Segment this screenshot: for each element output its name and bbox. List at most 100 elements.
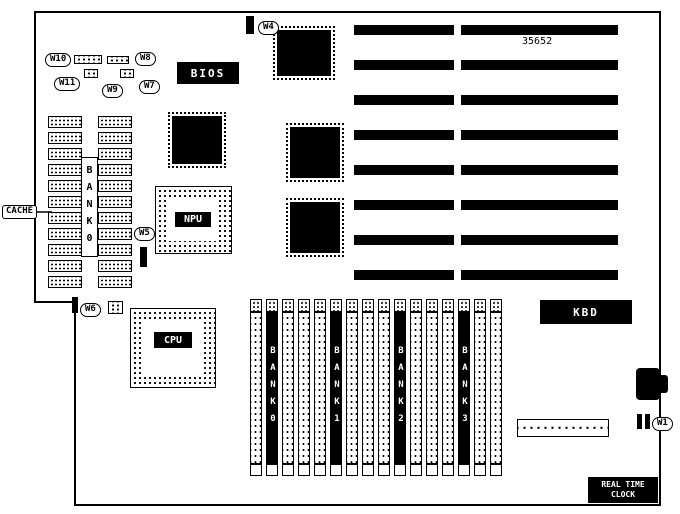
dip-chip — [98, 164, 132, 176]
memory-bank3-label: BANK3 — [458, 312, 470, 464]
simm-socket-bank0: BANK0 — [266, 299, 278, 476]
jumper-w9-label: W9 — [102, 84, 123, 98]
jumper-block — [120, 69, 134, 78]
simm-socket — [346, 299, 358, 476]
dip-chip — [48, 164, 82, 176]
simm-holes — [346, 312, 358, 464]
part-number: 35652 — [522, 36, 553, 47]
simm-holes — [378, 312, 390, 464]
simm-pin-block — [458, 299, 470, 312]
isa-slot-segment — [461, 235, 618, 245]
memory-bank0-label: BANK0 — [266, 312, 278, 464]
simm-holes — [442, 312, 454, 464]
simm-pin-block — [250, 299, 262, 312]
isa-slot-segment — [354, 200, 454, 210]
simm-socket — [490, 299, 502, 476]
jumper-block — [108, 301, 123, 314]
cache-bank0-label: BANK0 — [81, 157, 98, 257]
isa-slot-segment — [461, 165, 618, 175]
simm-base — [330, 464, 342, 476]
dip-chip — [48, 116, 82, 128]
simm-pin-block — [442, 299, 454, 312]
rtc-label-line2: CLOCK — [610, 490, 636, 499]
dip-chip — [98, 132, 132, 144]
simm-socket — [282, 299, 294, 476]
simm-base — [458, 464, 470, 476]
cpu-label: CPU — [154, 332, 192, 348]
jumper-block — [84, 69, 98, 78]
simm-pin-block — [330, 299, 342, 312]
isa-slot-segment — [461, 95, 618, 105]
isa-slot-segment — [354, 270, 454, 280]
simm-socket — [378, 299, 390, 476]
jumper-w8-label: W8 — [135, 52, 156, 66]
dip-chip — [48, 148, 82, 160]
simm-base — [490, 464, 502, 476]
rtc-label-line1: REAL TIME — [601, 480, 645, 489]
simm-socket — [314, 299, 326, 476]
simm-base — [266, 464, 278, 476]
isa-slot-segment — [354, 235, 454, 245]
simm-socket-bank2: BANK2 — [394, 299, 406, 476]
bios-chip: BIOS — [177, 62, 239, 84]
simm-base — [362, 464, 374, 476]
isa-slot-segment — [354, 60, 454, 70]
simm-holes — [362, 312, 374, 464]
simm-base — [410, 464, 422, 476]
simm-base — [346, 464, 358, 476]
simm-holes — [298, 312, 310, 464]
simm-holes — [250, 312, 262, 464]
simm-socket — [298, 299, 310, 476]
memory-bank2-label: BANK2 — [394, 312, 406, 464]
jumper-w4-label: W4 — [258, 21, 279, 35]
simm-pin-block — [490, 299, 502, 312]
cpu-socket-center — [143, 321, 203, 375]
dip-chip — [48, 196, 82, 208]
isa-slot-segment — [354, 165, 454, 175]
npu-label: NPU — [175, 212, 211, 227]
simm-pin-block — [410, 299, 422, 312]
chip-square — [273, 26, 335, 80]
simm-socket — [474, 299, 486, 476]
dip-chip — [98, 116, 132, 128]
simm-pin-block — [346, 299, 358, 312]
simm-holes — [314, 312, 326, 464]
jumper-w5-header — [140, 247, 147, 267]
chip-square — [286, 123, 344, 182]
isa-slot-segment — [461, 270, 618, 280]
jumper-w11-label: W11 — [54, 77, 81, 91]
simm-socket-bank1: BANK1 — [330, 299, 342, 476]
kbd-chip: KBD — [540, 300, 632, 324]
isa-slot-segment — [461, 25, 618, 35]
simm-pin-block — [314, 299, 326, 312]
dip-chip — [48, 212, 82, 224]
dip-chip — [48, 180, 82, 192]
simm-base — [298, 464, 310, 476]
simm-holes — [426, 312, 438, 464]
simm-base — [474, 464, 486, 476]
pin-header-connector — [517, 419, 609, 437]
cache-bank-area: BANK0 — [48, 114, 132, 292]
simm-socket — [426, 299, 438, 476]
dip-chip — [98, 212, 132, 224]
jumper-w10-label: W10 — [45, 53, 72, 67]
simm-pin-block — [362, 299, 374, 312]
dip-chip — [48, 276, 82, 288]
jumper-block — [74, 55, 102, 64]
simm-holes — [474, 312, 486, 464]
simm-socket — [362, 299, 374, 476]
dip-chip — [48, 132, 82, 144]
memory-bank1-label: BANK1 — [330, 312, 342, 464]
dip-chip — [98, 180, 132, 192]
keyboard-connector — [636, 368, 660, 400]
simm-pin-block — [394, 299, 406, 312]
simm-pin-block — [474, 299, 486, 312]
simm-base — [250, 464, 262, 476]
simm-pin-block — [282, 299, 294, 312]
isa-slot-segment — [461, 200, 618, 210]
simm-base — [442, 464, 454, 476]
dip-chip — [48, 260, 82, 272]
simm-holes — [282, 312, 294, 464]
simm-holes — [490, 312, 502, 464]
isa-slot-segment — [354, 130, 454, 140]
